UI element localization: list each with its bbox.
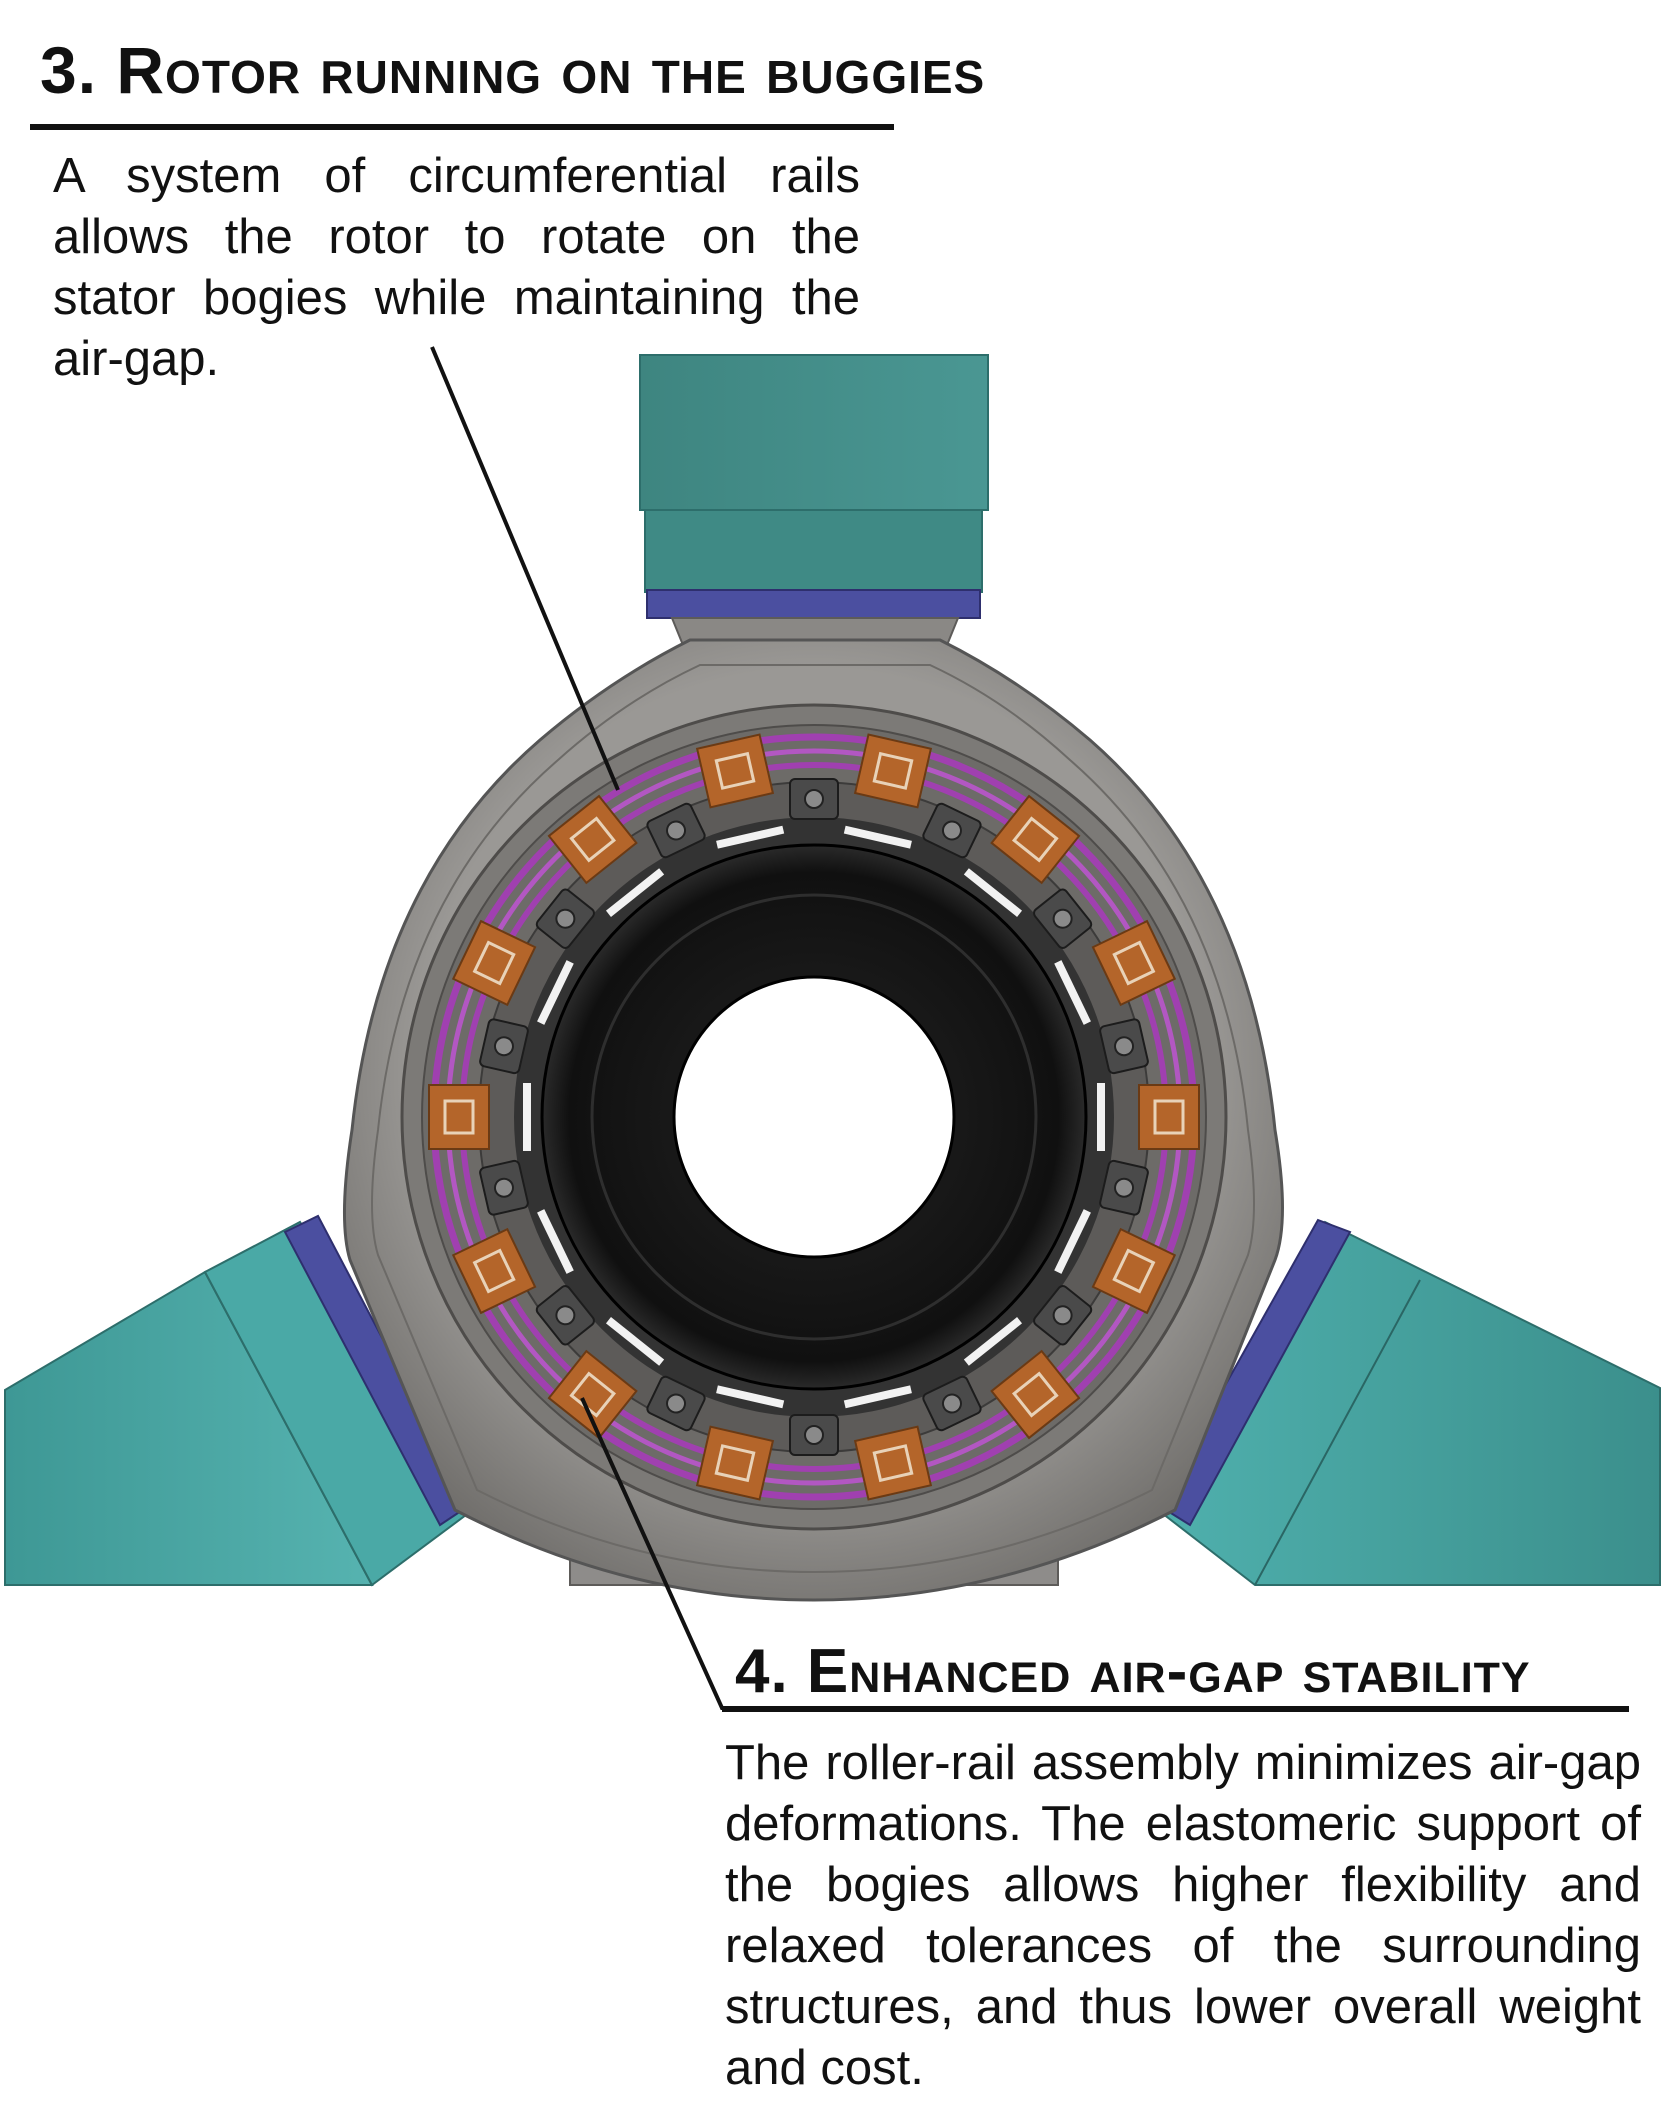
roller	[1033, 1285, 1093, 1346]
top-arm	[639, 354, 989, 651]
air-gap-mark	[843, 1385, 912, 1409]
air-gap-mark	[716, 1385, 785, 1409]
air-gap-mark	[605, 868, 665, 917]
roller	[479, 1159, 529, 1216]
air-gap-mark	[605, 1317, 665, 1366]
bogie	[1138, 1084, 1200, 1150]
air-gap-mark	[963, 868, 1023, 917]
roller	[1033, 888, 1093, 949]
bogie	[695, 1425, 775, 1501]
paragraph-rotor-running: A system of circumferential rails allows…	[53, 149, 860, 386]
roller-group	[479, 778, 1149, 1456]
air-gap-mark	[963, 1317, 1023, 1366]
air-gap-mark	[523, 1083, 531, 1151]
heading-air-gap-stability: 4. Enhanced air-gap stability	[735, 1637, 1531, 1706]
heading-underline-4	[722, 1706, 1629, 1712]
roller	[646, 1375, 706, 1432]
roller	[646, 802, 706, 859]
paragraph-air-gap-stability: The roller-rail assembly minimizes air-g…	[725, 1736, 1641, 2095]
roller	[922, 802, 982, 859]
bogie	[547, 1349, 638, 1440]
bogie-group	[428, 733, 1200, 1501]
roller	[535, 888, 595, 949]
roller	[789, 1414, 839, 1456]
bogie	[695, 733, 775, 809]
roller	[922, 1375, 982, 1432]
air-gap-mark	[1097, 1083, 1105, 1151]
air-gap-marks	[523, 825, 1105, 1409]
air-gap-mark	[1054, 1209, 1091, 1274]
leader-line-rails	[430, 346, 620, 791]
rotor-bore	[672, 975, 956, 1259]
air-gap-mark	[843, 825, 912, 849]
roller	[535, 1285, 595, 1346]
roller	[479, 1018, 529, 1075]
bogie	[428, 1084, 490, 1150]
bogie	[451, 1227, 537, 1315]
bogie	[990, 1349, 1081, 1440]
roller	[1099, 1018, 1149, 1075]
bogie	[1091, 919, 1177, 1007]
air-gap-mark	[1054, 960, 1091, 1025]
top-arm-flange	[646, 589, 981, 619]
bogie	[853, 1425, 933, 1501]
bogie	[1091, 1227, 1177, 1315]
roller	[1099, 1159, 1149, 1216]
bogie	[990, 794, 1081, 885]
roller	[789, 778, 839, 820]
bogie	[853, 733, 933, 809]
bogie	[547, 794, 638, 885]
bogie	[451, 919, 537, 1007]
air-gap-mark	[537, 960, 574, 1025]
air-gap-mark	[537, 1209, 574, 1274]
heading-rotor-running: 3. Rotor running on the buggies	[40, 33, 986, 107]
air-gap-mark	[716, 825, 785, 849]
heading-underline-3	[30, 124, 894, 130]
